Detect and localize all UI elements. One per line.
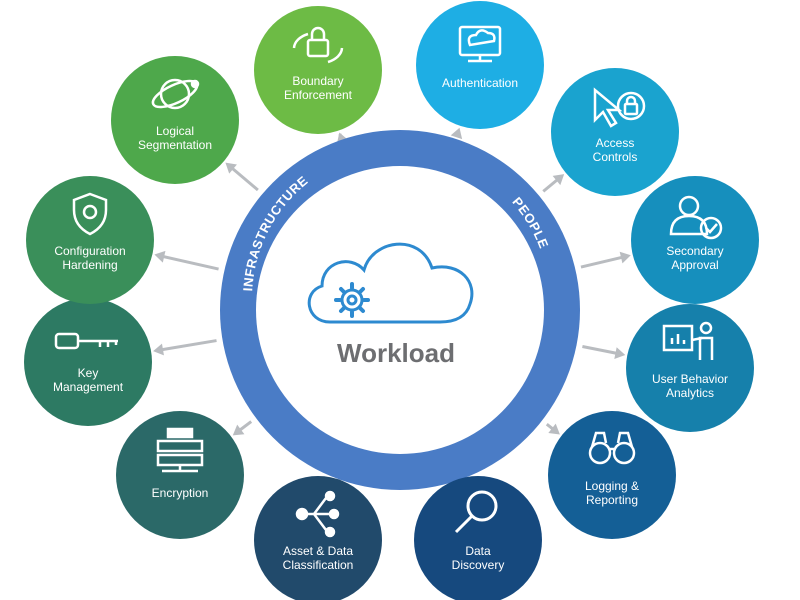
arrowhead xyxy=(450,127,463,140)
cloud-monitor-icon xyxy=(458,25,502,63)
node-label-line: Encryption xyxy=(152,486,209,500)
node-label-line: Asset & Data xyxy=(283,544,353,558)
node-label: Authentication xyxy=(442,76,518,90)
arrowhead xyxy=(225,162,237,174)
center-title: Workload xyxy=(337,338,455,368)
node-label-line: Authentication xyxy=(442,76,518,90)
node-circle xyxy=(416,1,544,129)
node-label-line: Key xyxy=(78,366,99,380)
node-encryption: Encryption xyxy=(116,411,244,539)
arrowhead xyxy=(548,423,560,435)
node-circle xyxy=(631,176,759,304)
node-label-line: Secondary xyxy=(666,244,723,258)
node-circle xyxy=(548,411,676,539)
node-circle xyxy=(111,56,239,184)
node-label-line: Data xyxy=(465,544,491,558)
connector-line xyxy=(156,339,217,352)
arrowhead xyxy=(232,424,245,436)
node-label-line: Access xyxy=(596,136,635,150)
connector-line xyxy=(157,253,219,271)
node-label-line: Logical xyxy=(156,124,194,138)
node-circle xyxy=(116,411,244,539)
arrowhead xyxy=(552,174,565,186)
node-label-line: Boundary xyxy=(292,74,343,88)
node-circle xyxy=(414,476,542,600)
branch-icon xyxy=(295,490,340,538)
arrowhead xyxy=(154,250,166,263)
node-label-line: Approval xyxy=(671,258,718,272)
node-circle xyxy=(254,476,382,600)
node-label-line: Controls xyxy=(593,150,638,164)
ring-label-data: DATA xyxy=(366,412,402,427)
node-circle xyxy=(626,304,754,432)
node-logging-reporting: Logging &Reporting xyxy=(548,411,676,539)
lock-cycle-icon xyxy=(292,26,344,64)
node-label-line: Analytics xyxy=(666,386,714,400)
node-label: Logging &Reporting xyxy=(585,479,639,507)
center-hub: INFRASTRUCTURE PEOPLE DATA Workload xyxy=(220,130,580,490)
node-circle xyxy=(26,176,154,304)
node-authentication: Authentication xyxy=(416,1,544,129)
node-circle xyxy=(24,298,152,426)
connector-line xyxy=(582,345,622,356)
node-circle xyxy=(254,6,382,134)
node-circle xyxy=(551,68,679,196)
shield-gear-icon xyxy=(72,192,108,236)
node-label-line: Management xyxy=(53,380,124,394)
user-check-icon xyxy=(669,195,723,240)
node-label-line: User Behavior xyxy=(652,372,728,386)
arrowhead xyxy=(614,347,626,359)
binoculars-icon xyxy=(588,431,636,465)
node-label-line: Segmentation xyxy=(138,138,212,152)
connector-line xyxy=(580,254,628,269)
inner-disc xyxy=(256,166,544,454)
node-label-line: Logging & xyxy=(585,479,639,493)
node-label-line: Hardening xyxy=(62,258,117,272)
arrowhead xyxy=(153,343,164,356)
magnifier-icon xyxy=(454,490,498,534)
key-icon xyxy=(54,332,118,350)
node-label: Encryption xyxy=(152,486,209,500)
orbit-icon xyxy=(151,78,200,110)
node-label-line: Configuration xyxy=(54,244,125,258)
node-label-line: Discovery xyxy=(452,558,505,572)
node-label-line: Enforcement xyxy=(284,88,353,102)
connector-line xyxy=(227,164,259,192)
cursor-lock-icon xyxy=(593,87,646,128)
arrowhead xyxy=(619,251,631,264)
presenter-chart-icon xyxy=(662,321,714,360)
cloud-gear-icon xyxy=(307,242,474,324)
node-label-line: Classification xyxy=(283,558,354,572)
server-mask-icon xyxy=(156,427,204,473)
node-label-line: Reporting xyxy=(586,493,638,507)
